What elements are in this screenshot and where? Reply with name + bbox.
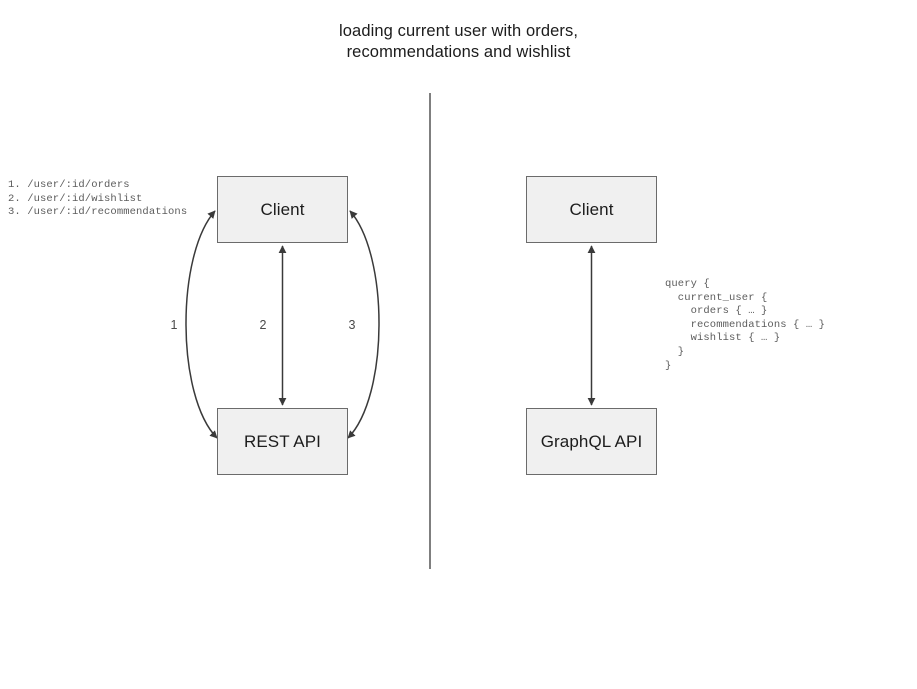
edge-label-2: 2 [259, 318, 267, 332]
graphql-query-snippet: query { current_user { orders { … } reco… [665, 278, 826, 372]
rest-endpoint-list: 1. /user/:id/orders 2. /user/:id/wishlis… [8, 179, 188, 219]
edge-label-1: 1 [170, 318, 178, 332]
node-client-graphql[interactable]: Client [526, 176, 657, 243]
edge-1-orders [185, 210, 218, 439]
diagram-title: loading current user with orders, recomm… [339, 22, 578, 61]
node-client-rest[interactable]: Client [217, 176, 348, 243]
vertical-divider [429, 93, 431, 569]
edge-label-3: 3 [348, 318, 356, 332]
node-graphql-api[interactable]: GraphQL API [526, 408, 657, 475]
node-rest-api[interactable]: REST API [217, 408, 348, 475]
